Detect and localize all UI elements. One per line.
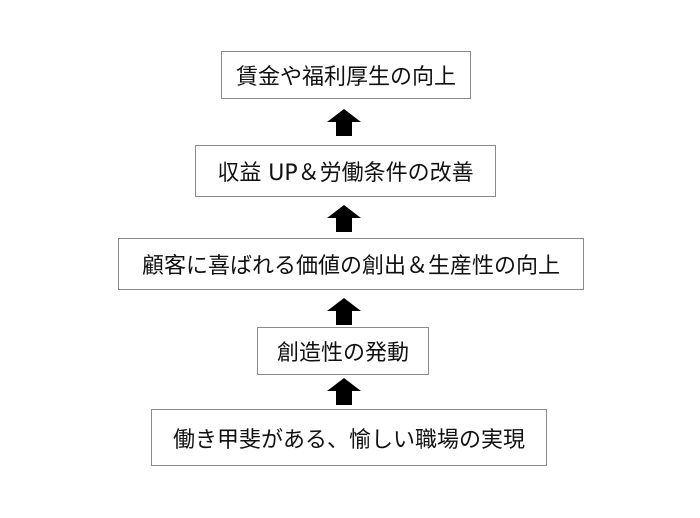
step-label: 収益 UP＆労働条件の改善 [217,161,474,186]
step-label: 創造性の発動 [276,341,409,366]
step-box-profit-working-conditions: 収益 UP＆労働条件の改善 [195,145,496,197]
step-box-rewarding-workplace: 働き甲斐がある、愉しい職場の実現 [151,409,547,466]
step-box-wage-benefits: 賃金や福利厚生の向上 [221,51,471,99]
step-label: 賃金や福利厚生の向上 [235,65,456,90]
step-label: 顧客に喜ばれる価値の創出＆生産性の向上 [141,254,560,279]
up-arrow-icon [327,205,361,232]
step-box-customer-value-productivity: 顧客に喜ばれる価値の創出＆生産性の向上 [118,238,584,290]
step-label: 働き甲斐がある、愉しい職場の実現 [172,427,525,453]
step-box-creativity: 創造性の発動 [257,327,429,375]
up-arrow-icon [327,298,361,325]
up-arrow-icon [327,378,361,405]
up-arrow-icon [327,109,361,136]
